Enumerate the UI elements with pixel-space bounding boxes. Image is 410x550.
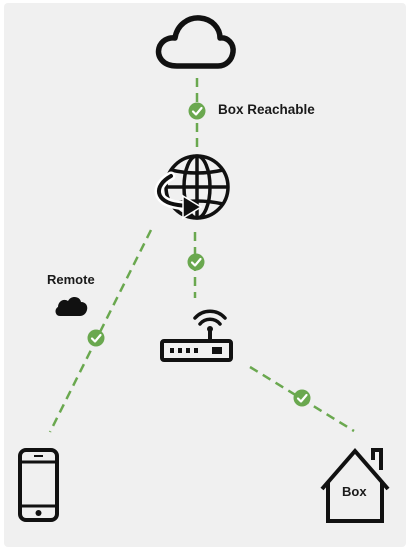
check-circle-icon — [188, 102, 206, 120]
box-label: Box — [342, 484, 367, 499]
small-cloud-icon — [55, 296, 88, 316]
internet-arrow-icon — [154, 171, 203, 220]
check-circle-icon — [293, 389, 311, 407]
box-reachable-label: Box Reachable — [218, 102, 315, 117]
remote-label: Remote — [47, 272, 95, 287]
check-circle-icon — [87, 329, 105, 347]
diagram-background — [4, 3, 406, 547]
cloud-icon — [155, 15, 236, 69]
check-circle-icon — [187, 253, 205, 271]
house-icon — [320, 447, 390, 523]
router-icon — [160, 309, 233, 362]
smartphone-icon — [18, 448, 59, 522]
